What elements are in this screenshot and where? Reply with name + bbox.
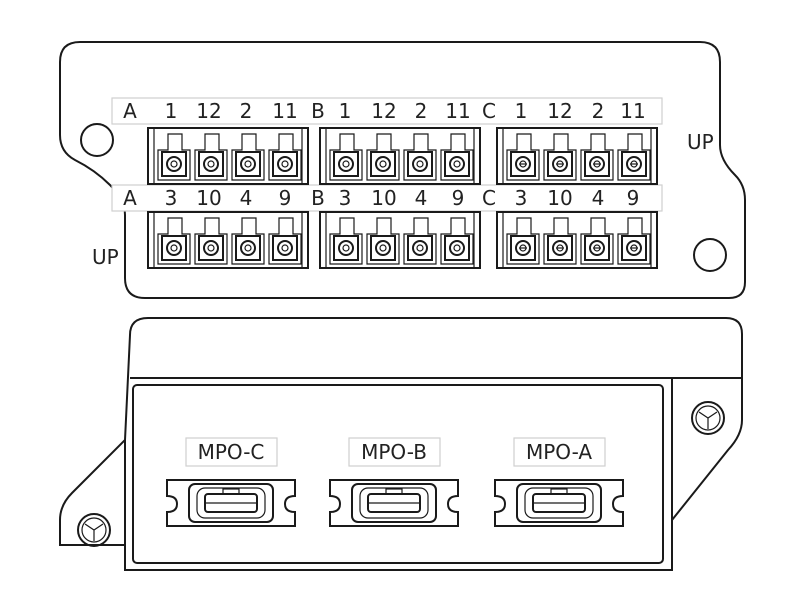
up-label-left: UP [92,245,119,269]
port-label: 10 [371,186,396,210]
screw-icon [77,513,111,547]
lc-port-icon [194,217,228,265]
port-label: A [123,99,137,123]
lc-port-icon [157,217,191,265]
port-label: 1 [339,99,352,123]
lc-port-icon [403,217,437,265]
port-label: C [482,99,496,123]
mpo-label-box [185,437,278,467]
mpo-connector: MPO-B [329,437,459,527]
port-label: 9 [279,186,292,210]
port-label: 4 [415,186,428,210]
lc-adapter-blocks [147,127,658,269]
mpo-connector: MPO-C [166,437,296,527]
lc-port-icon [157,133,191,181]
lc-quad-adapter [319,127,481,185]
lc-quad-adapter [147,211,309,269]
mpo-label: MPO-B [361,440,427,464]
port-label: 2 [240,99,253,123]
mounting-hole-left [80,123,114,157]
port-label: 11 [445,99,470,123]
mpo-label-box [348,437,441,467]
screw-icon [691,401,725,435]
mpo-label: MPO-A [526,440,592,464]
lc-port-icon [403,133,437,181]
mpo-label: MPO-C [198,440,265,464]
lc-port-icon [617,217,651,265]
lc-port-icon [506,133,540,181]
port-label: 9 [452,186,465,210]
lc-port-icon [231,133,265,181]
lc-port-icon [268,133,302,181]
lc-port-icon [268,217,302,265]
port-label: A [123,186,137,210]
port-label: 3 [339,186,352,210]
lc-quad-adapter [319,211,481,269]
port-label: 4 [592,186,605,210]
port-label: B [311,186,325,210]
port-label: 3 [515,186,528,210]
port-label: C [482,186,496,210]
port-label: 10 [196,186,221,210]
port-label: 4 [240,186,253,210]
mpo-label-box [513,437,606,467]
lc-port-icon [580,133,614,181]
port-label: 12 [371,99,396,123]
lc-port-icon [506,217,540,265]
lc-port-icon [329,133,363,181]
lc-port-icon [366,217,400,265]
lc-quad-adapter [496,127,658,185]
lc-port-icon [231,217,265,265]
mpo-connectors: MPO-C MPO-B MPO-A [166,437,624,527]
lc-port-icon [543,217,577,265]
lc-port-icon [440,133,474,181]
port-label: 9 [627,186,640,210]
mpo-connector: MPO-A [494,437,624,527]
port-label: 11 [620,99,645,123]
port-label: 3 [165,186,178,210]
lc-port-icon [580,217,614,265]
port-label: 2 [592,99,605,123]
mpo-face-plate [132,384,664,564]
lc-port-icon [617,133,651,181]
port-label: 12 [547,99,572,123]
lc-port-icon [543,133,577,181]
label-bar-top [111,97,663,125]
port-label: 1 [515,99,528,123]
port-label: B [311,99,325,123]
port-label: 2 [415,99,428,123]
lc-quad-adapter [496,211,658,269]
lc-port-icon [440,217,474,265]
lc-port-icon [366,133,400,181]
port-label: 12 [196,99,221,123]
port-label: 11 [272,99,297,123]
lc-port-icon [329,217,363,265]
port-label: 10 [547,186,572,210]
mounting-hole-right [693,238,727,272]
lc-port-icon [194,133,228,181]
up-label-right: UP [687,130,714,154]
port-label: 1 [165,99,178,123]
lc-quad-adapter [147,127,309,185]
